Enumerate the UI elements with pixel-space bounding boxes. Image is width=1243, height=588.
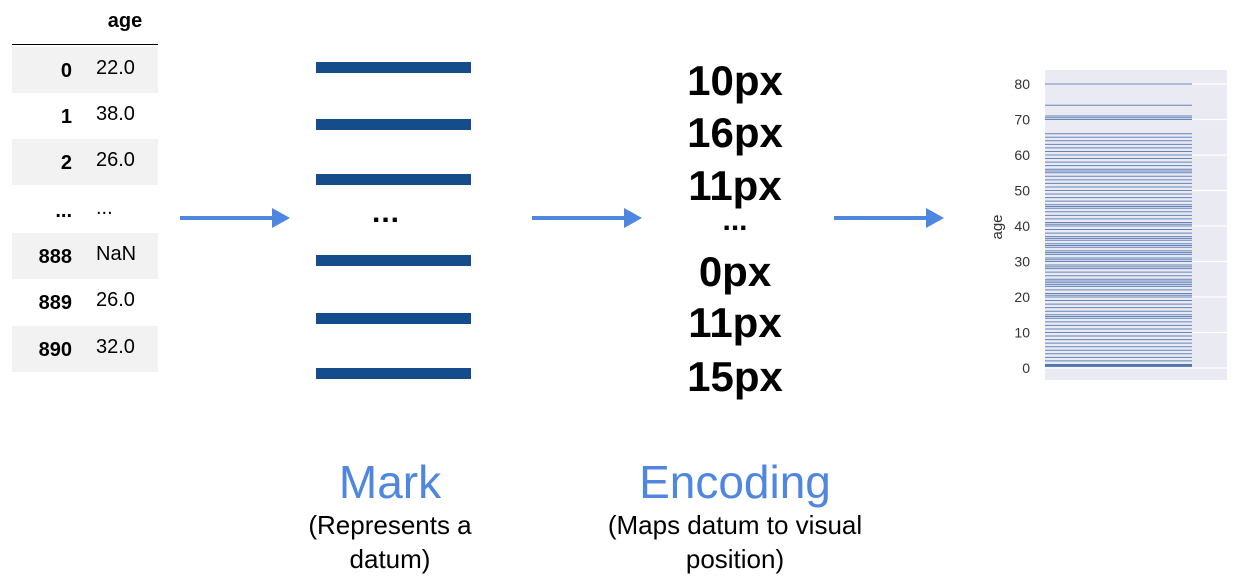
y-tick-label: 70 bbox=[1014, 112, 1030, 128]
mark-subtitle-line2: datum) bbox=[349, 544, 431, 574]
table-row: 2 26.0 bbox=[12, 139, 158, 185]
row-index: 890 bbox=[38, 339, 72, 361]
table-row: 888 NaN bbox=[12, 233, 158, 279]
row-index: 889 bbox=[38, 292, 72, 314]
row-index: ... bbox=[55, 200, 72, 222]
rug-plot: 0 10 20 30 40 50 60 70 80 age bbox=[989, 70, 1227, 380]
arrow-table-to-mark bbox=[180, 208, 290, 228]
mark-line bbox=[316, 368, 471, 379]
y-tick-label: 80 bbox=[1014, 76, 1030, 92]
row-index: 2 bbox=[60, 152, 72, 174]
table-row: 889 26.0 bbox=[12, 279, 158, 325]
row-value: 26.0 bbox=[96, 289, 135, 311]
row-index: 1 bbox=[60, 106, 72, 128]
mark-line bbox=[316, 174, 471, 185]
mark-line bbox=[316, 62, 471, 73]
encoding-value: 15px bbox=[687, 353, 783, 400]
table-row: 0 22.0 bbox=[12, 47, 158, 93]
row-value: NaN bbox=[96, 243, 137, 265]
y-tick-label: 50 bbox=[1014, 183, 1030, 199]
row-value: 38.0 bbox=[96, 103, 135, 125]
encoding-value: 11px bbox=[688, 299, 782, 346]
plot-background bbox=[1045, 70, 1227, 380]
y-tick-label: 40 bbox=[1014, 218, 1030, 234]
encoding-value: 10px bbox=[687, 57, 783, 104]
encoding-value: 16px bbox=[687, 109, 783, 156]
arrow-mark-to-encoding bbox=[532, 208, 642, 228]
encoding-subtitle-line2: position) bbox=[685, 544, 785, 574]
mark-subtitle-line1: (Represents a bbox=[308, 510, 472, 540]
column-header-age: age bbox=[107, 10, 143, 32]
encoding-value: 0px bbox=[698, 248, 772, 295]
row-value: 22.0 bbox=[96, 57, 135, 79]
table-row: 890 32.0 bbox=[12, 326, 158, 372]
row-index: 0 bbox=[60, 60, 72, 82]
table-header: age bbox=[12, 0, 158, 45]
y-tick-label: 60 bbox=[1014, 147, 1030, 163]
encoding-title: Encoding bbox=[639, 456, 831, 508]
mark-title: Mark bbox=[338, 456, 442, 508]
row-value: 26.0 bbox=[96, 149, 135, 171]
encoding-ellipsis: ... bbox=[722, 204, 748, 237]
arrow-encoding-to-plot bbox=[834, 208, 944, 228]
row-index: 888 bbox=[38, 246, 72, 268]
mark-line bbox=[316, 313, 471, 324]
row-value: ... bbox=[96, 197, 113, 219]
table-row: 1 38.0 bbox=[12, 93, 158, 139]
mark-line bbox=[316, 119, 471, 130]
y-tick-label: 10 bbox=[1014, 325, 1030, 341]
y-tick-label: 30 bbox=[1014, 254, 1030, 270]
y-tick-label: 20 bbox=[1014, 289, 1030, 305]
table-row: ... ... bbox=[12, 187, 158, 233]
mark-ellipsis: ... bbox=[372, 196, 401, 229]
encoding-value: 11px bbox=[688, 162, 782, 209]
y-tick-label: 0 bbox=[1022, 360, 1030, 376]
encoding-subtitle-line1: (Maps datum to visual bbox=[607, 510, 863, 540]
row-value: 32.0 bbox=[96, 336, 135, 358]
mark-line bbox=[316, 255, 471, 266]
y-axis-label: age bbox=[989, 214, 1006, 239]
